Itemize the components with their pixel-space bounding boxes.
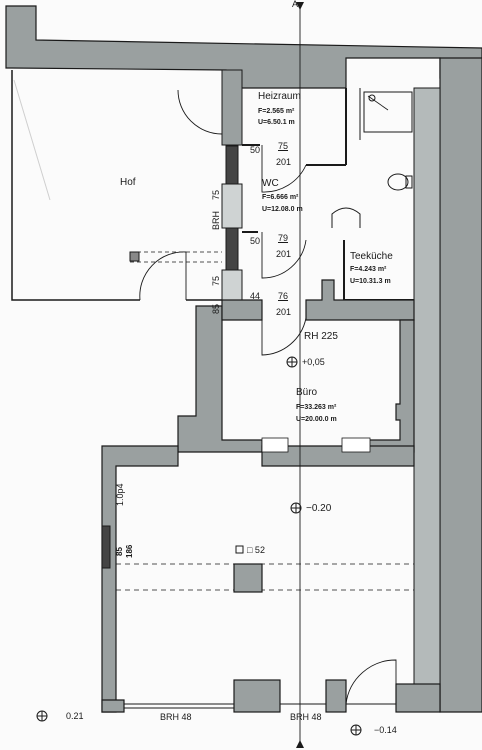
door-swing-buero	[261, 305, 307, 356]
wall-buero-top	[221, 299, 263, 321]
bottom-pillar-right	[325, 679, 347, 713]
wall-dim-85: 85	[211, 303, 221, 314]
door-dim-bottom-2: 201	[276, 249, 292, 259]
room-perimeter-heizraum: U=6.50.1 m	[258, 119, 295, 126]
hof-hatch	[13, 79, 51, 201]
exterior-wall-right	[439, 57, 482, 713]
room-name-heizraum: Heizraum	[258, 91, 301, 102]
room-area-teekueche: F=4.243 m²	[350, 266, 387, 273]
brh-bottom-left: BRH 48	[160, 712, 192, 722]
level-symbol-buero	[286, 356, 298, 368]
door-dim-bottom-3: 201	[276, 307, 292, 317]
section-arrow-bottom	[296, 740, 304, 748]
bottom-pillar-left	[233, 679, 281, 713]
room-name-buero: Büro	[296, 387, 318, 398]
wall-column-top	[221, 69, 243, 146]
door-dim-top-2: 79	[278, 233, 289, 243]
pillar	[233, 563, 263, 593]
room-perimeter-teekueche: U=10.31.3 m	[350, 278, 391, 285]
door-dim-top-1: 75	[278, 141, 289, 151]
door-dim-left-2: 50	[250, 236, 261, 246]
pillar-marker	[235, 545, 244, 554]
wall-dim-75-a: 75	[211, 189, 221, 200]
shower-drain	[368, 94, 376, 102]
room-perimeter-wc: U=12.08.0 m	[262, 206, 303, 213]
door-dim-bottom-1: 201	[276, 157, 292, 167]
side-dim-2: 85	[115, 547, 124, 556]
door-swing-teek	[261, 232, 307, 279]
toilet	[387, 173, 409, 191]
level-bottom-right: −0.14	[374, 725, 397, 735]
door-dim-left-3: 44	[250, 291, 261, 301]
wall-column-low	[221, 269, 243, 301]
wall-chimney-b	[225, 227, 239, 271]
door-swing-heizraum	[177, 89, 223, 135]
exterior-wall-right-inner	[413, 87, 441, 713]
level-symbol-right	[350, 724, 362, 736]
north-marker: A	[292, 0, 299, 9]
brh-bottom-right: BRH 48	[290, 712, 322, 722]
exterior-wall-bottom	[101, 699, 125, 713]
room-name-hof: Hof	[120, 177, 136, 188]
wall-main-left	[101, 445, 179, 713]
level-symbol-main	[290, 502, 302, 514]
washbasin	[331, 207, 361, 228]
pillar-label: □ 52	[247, 545, 265, 555]
room-name-wc: WC	[262, 178, 279, 189]
wall-buero-left	[177, 305, 263, 453]
hof-boundary	[11, 70, 140, 301]
wall-teek-stub	[305, 279, 415, 321]
opening-right	[341, 437, 371, 453]
room-level-buero: +0,05	[302, 357, 325, 367]
shower-tray	[363, 91, 413, 133]
exterior-wall-top	[5, 5, 482, 89]
door-swing-entry	[345, 659, 397, 705]
section-arrow-top	[296, 2, 304, 10]
opening-left	[261, 437, 289, 453]
wall-column-mid	[221, 183, 243, 229]
room-area-heizraum: F=2.565 m²	[258, 108, 295, 115]
side-dim-3: 186	[125, 544, 134, 558]
side-dim-1: 1.0p4	[115, 483, 125, 506]
door-swing-hof	[139, 251, 187, 301]
door-dim-top-3: 76	[278, 291, 289, 301]
room-name-teekueche: Teeküche	[350, 251, 393, 262]
toilet-tank	[405, 175, 413, 189]
room-area-wc: F=6.666 m²	[262, 194, 299, 201]
wall-label-brh: BRH	[211, 210, 221, 230]
level-bottom-left: 0.21	[66, 711, 84, 721]
partition-left-strip	[101, 525, 111, 569]
hof-marker	[129, 251, 140, 262]
door-swing-wc	[261, 145, 307, 193]
shower-diag	[367, 95, 389, 111]
room-rh-buero: RH 225	[304, 331, 338, 342]
wall-dim-75-b: 75	[211, 275, 221, 286]
wall-chimney-a	[225, 145, 239, 185]
level-main: −0.20	[306, 503, 332, 514]
door-dim-left-1: 50	[250, 145, 261, 155]
wall-buero-right	[343, 319, 415, 453]
room-area-buero: F=33.263 m²	[296, 404, 337, 411]
room-perimeter-buero: U=20.00.0 m	[296, 416, 337, 423]
bottom-pillar-edge	[395, 683, 441, 713]
level-symbol-left	[36, 710, 48, 722]
